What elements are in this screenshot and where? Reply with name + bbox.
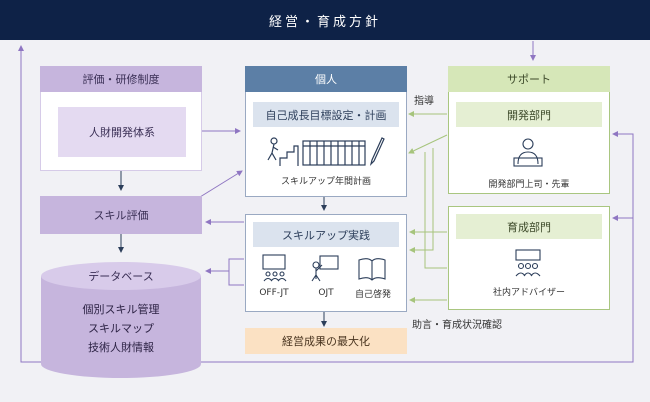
annual-plan-caption: スキルアップ年間計画 — [280, 176, 371, 187]
education-department: 育成部門 — [456, 214, 602, 239]
guidance-arrow-3 — [409, 148, 434, 253]
self-growth-plan: 自己成長目標設定・計画 — [253, 102, 399, 127]
page-title: 経営・育成方針 — [0, 0, 650, 40]
ojt-label: OJT — [318, 288, 334, 298]
off-jt-label: OFF-JT — [259, 288, 289, 298]
advice-label: 助言・育成状況確認 — [412, 320, 502, 331]
skill-evaluation: スキル評価 — [40, 196, 202, 234]
dev-supervisor-caption: 開発部門上司・先輩 — [488, 179, 570, 190]
maximize-business-results: 経営成果の最大化 — [245, 328, 407, 354]
self-development-label: 自己啓発 — [354, 289, 391, 300]
practice-to-db — [205, 258, 244, 274]
talent-development-system: 人財開発体系 — [58, 107, 186, 157]
evaluation-system-title: 評価・研修制度 — [40, 66, 202, 92]
advice-arrow-2 — [424, 152, 447, 269]
db-to-practice — [228, 271, 244, 286]
individual-title: 個人 — [245, 66, 407, 92]
db-line-individual-skill: 個別スキル管理 — [82, 303, 160, 316]
guidance-arrow-2 — [408, 134, 448, 154]
internal-advisor-caption: 社内アドバイザー — [492, 287, 565, 298]
support-title: サポート — [448, 66, 610, 92]
database-title: データベース — [88, 270, 154, 283]
feedback-loop-right — [247, 131, 634, 363]
db-line-talent-info: 技術人財情報 — [88, 341, 154, 354]
skill-practice-title: スキルアップ実践 — [253, 222, 399, 247]
development-department: 開発部門 — [456, 102, 602, 127]
skilleval-to-individual — [199, 170, 243, 198]
db-line-skill-map: スキルマップ — [88, 322, 154, 335]
database-contents: 個別スキル管理 スキルマップ 技術人財情報 — [41, 300, 201, 357]
guidance-label: 指導 — [414, 96, 434, 107]
